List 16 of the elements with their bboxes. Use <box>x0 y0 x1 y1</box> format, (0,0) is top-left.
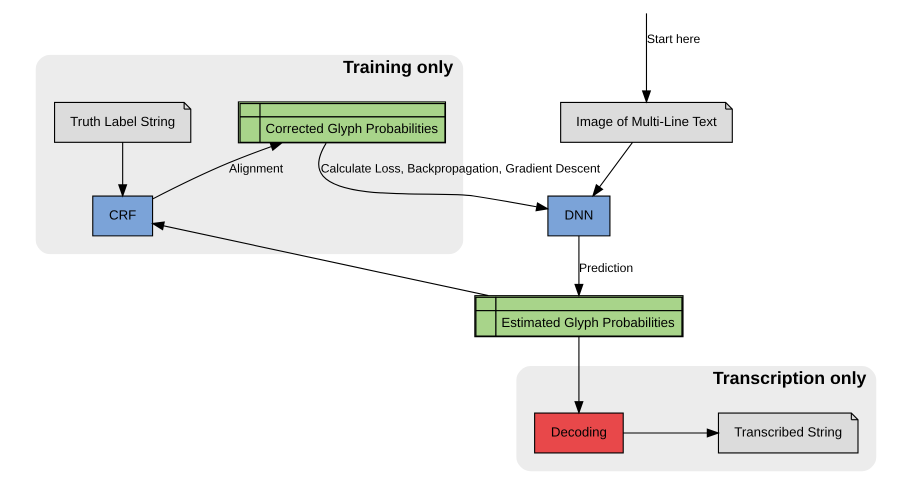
edge-label: Prediction <box>578 261 634 276</box>
node-box: DNN <box>547 195 610 236</box>
arrow <box>623 428 720 438</box>
arrow <box>574 236 584 298</box>
node-box: Decoding <box>534 412 624 454</box>
arrow <box>118 142 128 198</box>
arrow <box>152 142 284 200</box>
arrow <box>592 142 633 198</box>
arrow <box>318 143 550 212</box>
arrow <box>642 13 652 104</box>
edge-label: Start here <box>646 32 700 46</box>
edge-label: Alignment <box>229 162 284 176</box>
arrow <box>574 336 584 414</box>
node-box: CRF <box>92 195 154 236</box>
edge-label: Calculate Loss, Backpropagation, Gradient Descent <box>320 162 600 176</box>
arrow <box>150 221 488 296</box>
